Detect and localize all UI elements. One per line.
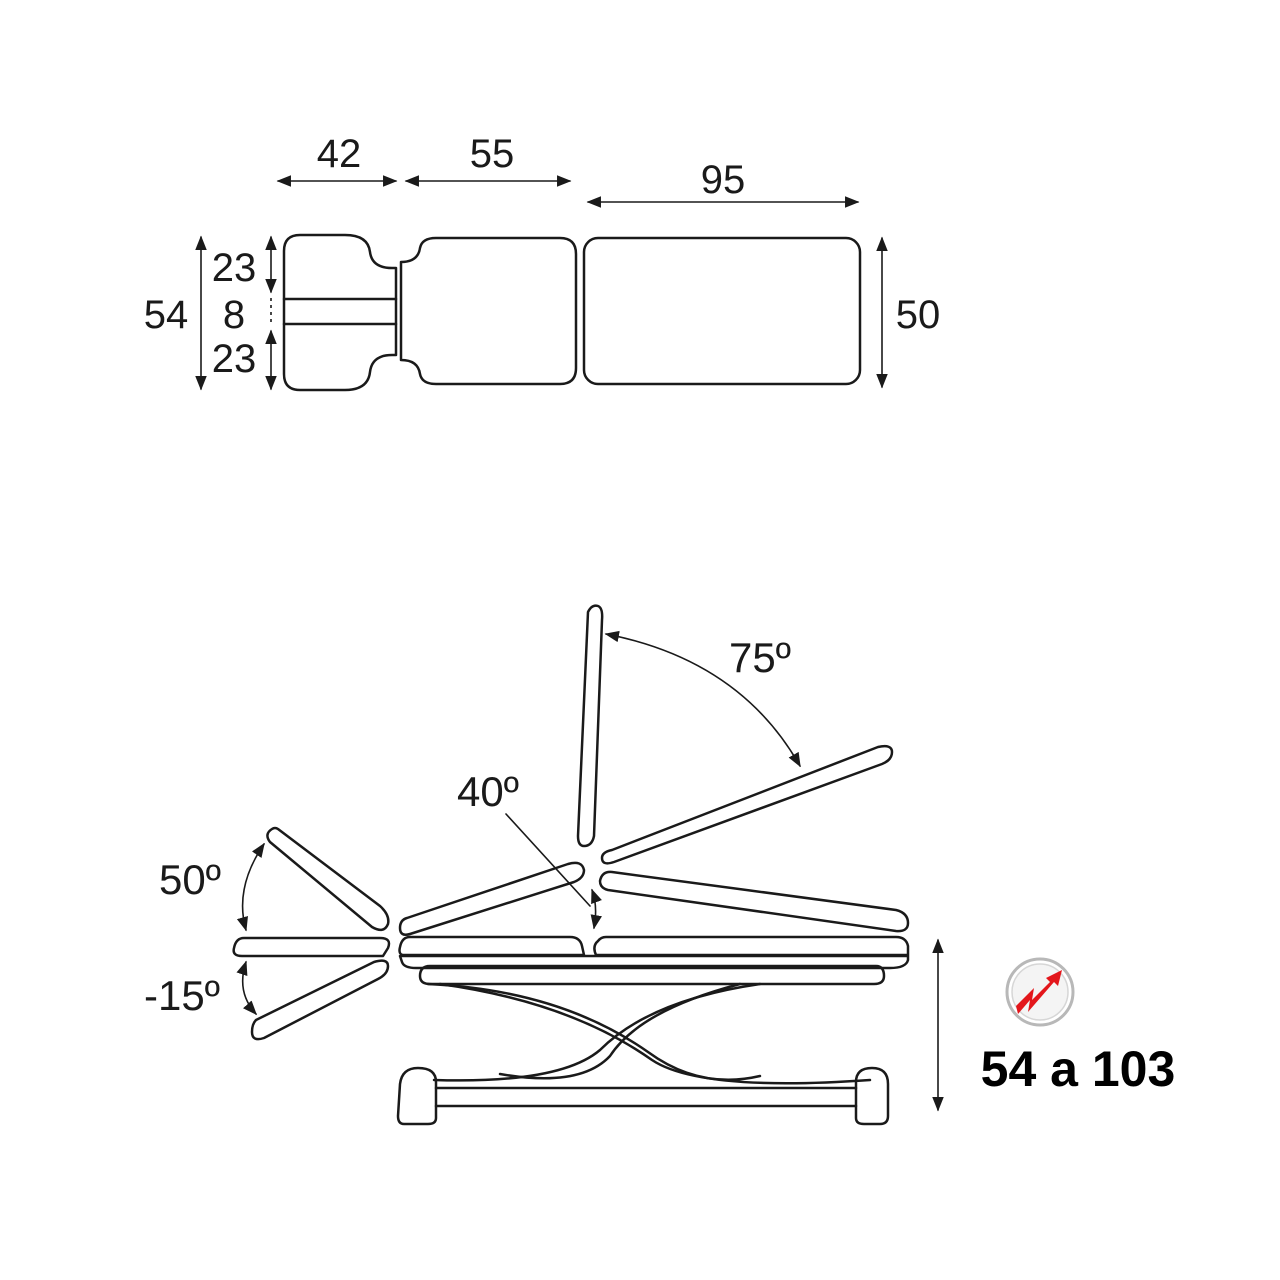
backrest-inclined: [600, 744, 894, 865]
arc-head-up: [236, 842, 265, 932]
arc-back-raise: [604, 630, 801, 768]
label-head-side-upper: 23: [212, 246, 257, 290]
lift-arm-front: [426, 982, 762, 1081]
label-back-raise-angle: 75º: [729, 634, 791, 681]
leg-cushion-inclined: [598, 870, 910, 933]
lift-arm-back-inner: [498, 982, 742, 1080]
arc-head-down: [236, 960, 257, 1016]
leg-cushion-flat: [593, 935, 910, 957]
back-cushion-flat: [398, 935, 586, 957]
side-view: 50º -15º 40º 75º 54 a 103: [144, 604, 1176, 1126]
label-body-width: 50: [896, 293, 941, 337]
label-head-length: 42: [317, 132, 362, 176]
leg-section-outline: [582, 236, 862, 386]
label-back-tilt-angle: 40º: [457, 768, 519, 815]
electric-height-adjust-icon: [1005, 957, 1075, 1027]
head-cushion-raised: [266, 826, 390, 932]
label-head-side-lower: 23: [212, 337, 257, 381]
head-cushion-flat: [232, 936, 391, 958]
top-view: 42 55 95 54 23 8 23 50: [144, 132, 941, 392]
leader-back-tilt: [505, 813, 591, 907]
table-top-frame: [398, 954, 910, 970]
lift-arm-front-inner: [438, 982, 872, 1085]
back-cushion-tilted: [398, 861, 586, 936]
arc-back-tilt: [590, 888, 602, 930]
label-height-range: 54 a 103: [981, 1041, 1176, 1097]
head-cushion-lowered: [250, 959, 390, 1041]
lightning-arrow-shape: [1016, 970, 1062, 1014]
label-head-slot: 8: [223, 293, 245, 337]
label-leg-length: 95: [701, 158, 746, 202]
backrest-vertical: [576, 604, 604, 848]
label-total-width: 54: [144, 293, 189, 337]
base-foot-left: [396, 1066, 438, 1126]
head-section-outline: [282, 233, 398, 392]
table-lower-cushion: [418, 964, 886, 986]
back-section-outline: [399, 236, 578, 386]
label-head-down-angle: -15º: [144, 972, 220, 1019]
base-foot-right: [854, 1066, 890, 1126]
label-back-length: 55: [470, 132, 515, 176]
label-head-up-angle: 50º: [159, 856, 221, 903]
